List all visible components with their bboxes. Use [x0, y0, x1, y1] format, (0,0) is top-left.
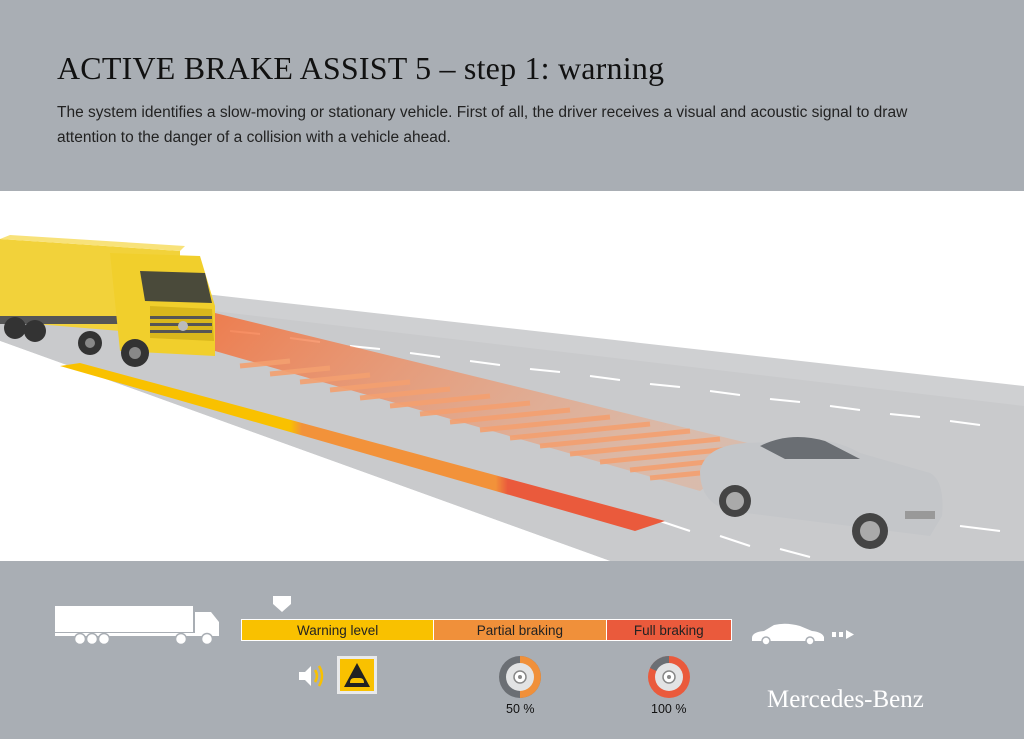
road-illustration: [0, 235, 1024, 561]
brake-disc-icon: [648, 656, 690, 698]
brake-level-bar: Warning level Partial braking Full braki…: [241, 619, 732, 641]
warning-strip: [60, 363, 665, 531]
footer-panel: [0, 561, 1024, 739]
partial-braking-segment: Partial braking: [433, 620, 606, 640]
page-title: ACTIVE BRAKE ASSIST 5 – step 1: warning: [57, 50, 665, 86]
road-lower: [0, 341, 610, 561]
road-far-lanes: [0, 271, 1024, 406]
full-braking-segment: Full braking: [605, 620, 731, 640]
page-description: The system identifies a slow-moving or s…: [57, 104, 908, 146]
car-icon: [752, 623, 854, 646]
header-panel: ACTIVE BRAKE ASSIST 5 – step 1: warning …: [0, 0, 1024, 191]
indicator-triangle-icon: [273, 596, 291, 612]
radar-hatch: [239, 358, 736, 481]
warning-level-segment: Warning level: [242, 620, 434, 640]
road-scene: [0, 191, 1024, 561]
brand-logo-text: Mercedes-Benz: [767, 686, 924, 713]
truck-icon: [55, 606, 219, 646]
full-braking-value: 100 %: [651, 702, 687, 716]
truck-illustration: [0, 235, 215, 367]
brake-disc-icon: [499, 656, 541, 698]
car-illustration: [700, 437, 943, 549]
partial-braking-value: 50 %: [506, 702, 535, 716]
speaker-icon: [299, 665, 324, 687]
collision-warning-icon: [337, 656, 377, 694]
